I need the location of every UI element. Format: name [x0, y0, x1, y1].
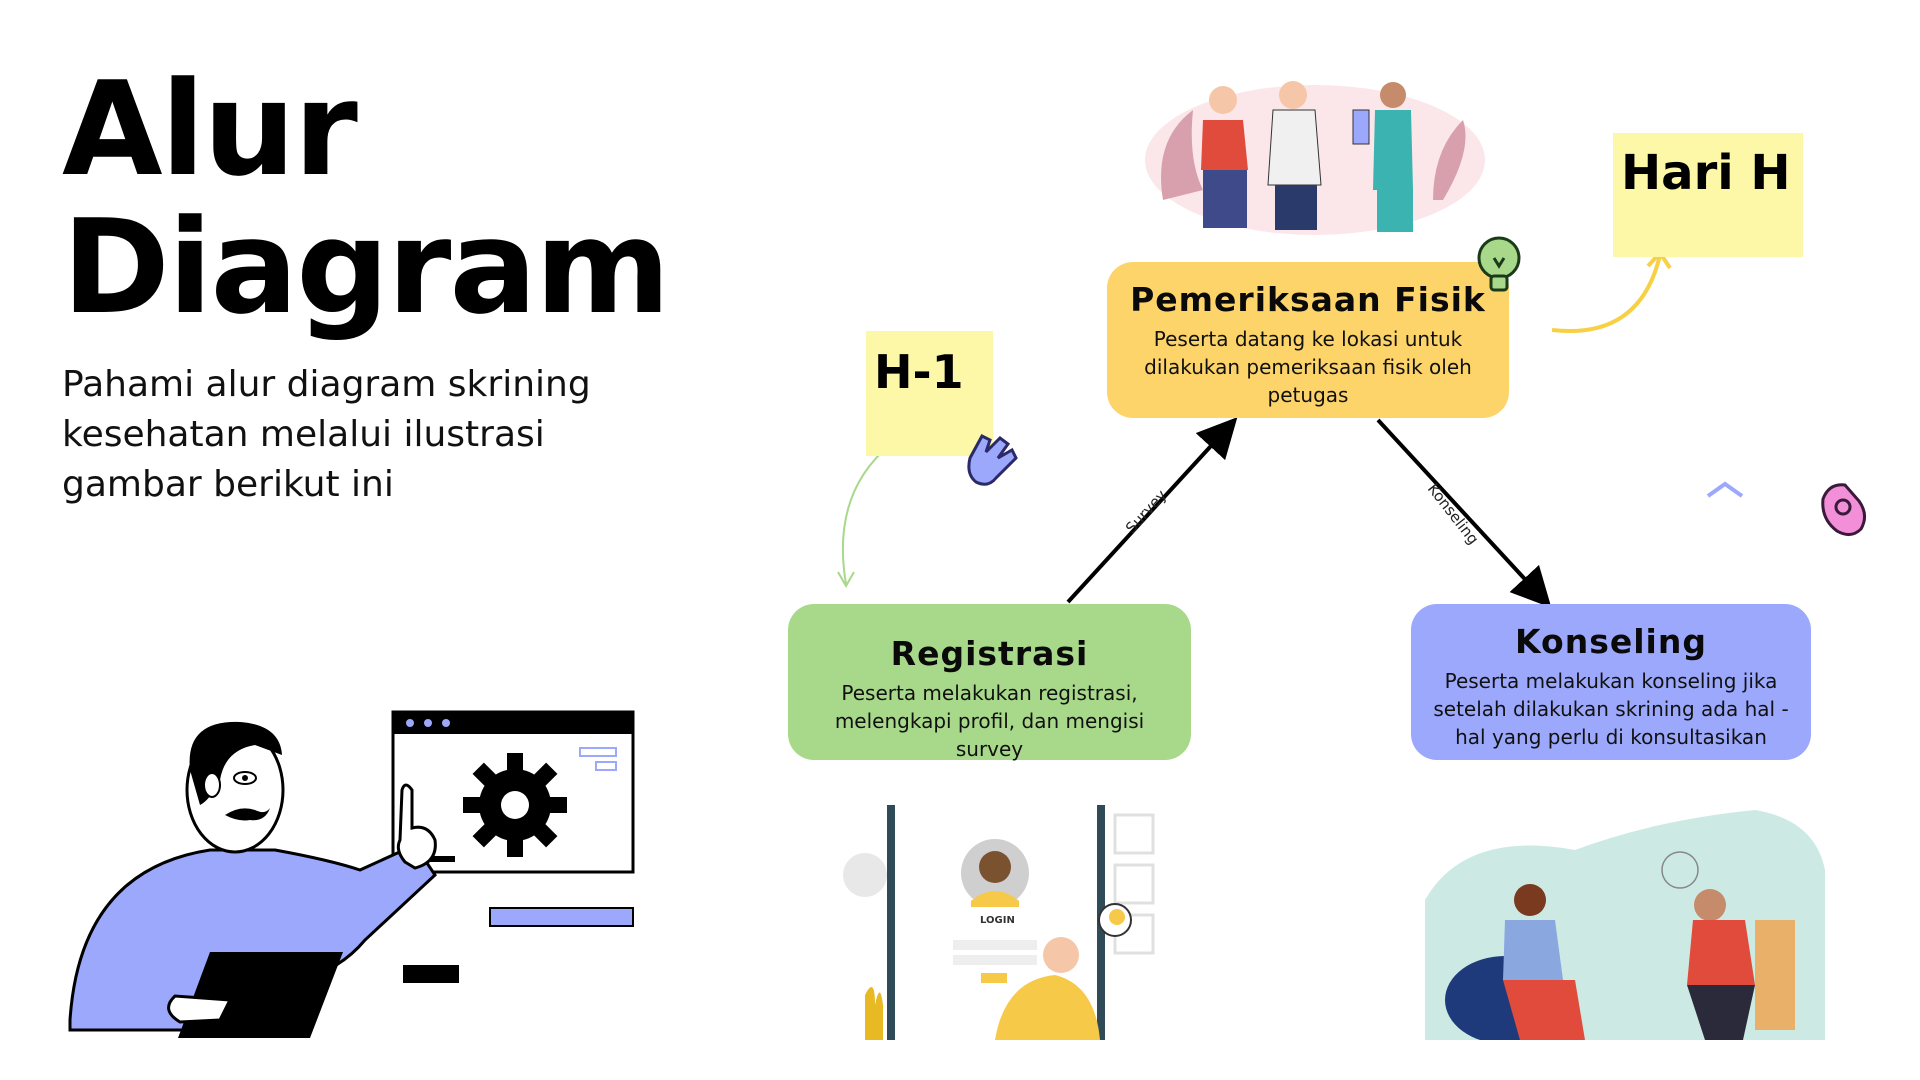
curve-arrow-h1 [841, 439, 897, 585]
ok-hand-icon [1821, 483, 1866, 536]
node-registrasi: Registrasi Peserta melakukan registrasi,… [788, 604, 1191, 761]
caret-decoration [1706, 481, 1744, 498]
node-registrasi-title: Registrasi [890, 634, 1089, 673]
counseling-illustration [1425, 810, 1825, 1040]
registration-illustration [843, 805, 1155, 1040]
lightbulb-icon [1477, 236, 1521, 292]
login-label: LOGIN [980, 915, 1015, 926]
arrow-pemeriksaan-to-konseling [1376, 418, 1552, 608]
man-with-tablet-illustration [68, 710, 635, 1038]
node-konseling-description: Peserta melakukan konseling jika setelah… [1433, 669, 1789, 749]
node-pemeriksaan-description: Peserta datang ke lokasi untuk dilakukan… [1144, 327, 1472, 407]
curve-arrow-hari-h [1551, 254, 1662, 333]
sticky-note-h1: H-1 [866, 331, 993, 456]
page-title-line2: Diagram [62, 191, 671, 343]
node-konseling-title: Konseling [1515, 622, 1707, 661]
node-registrasi-description: Peserta melakukan registrasi, melengkapi… [834, 681, 1145, 761]
page-title-line1: Alur [62, 53, 358, 205]
page-title: Alur Diagram [62, 53, 671, 343]
node-pemeriksaan-title: Pemeriksaan Fisik [1130, 280, 1486, 319]
node-konseling: Konseling Peserta melakukan konseling ji… [1411, 604, 1811, 760]
sticky-note-hari-h: Hari H [1613, 133, 1803, 257]
page-subtitle: Pahami alur diagram skrining kesehatan m… [62, 364, 591, 505]
arrow-registrasi-to-pemeriksaan [1066, 417, 1238, 604]
node-pemeriksaan-fisik: Pemeriksaan Fisik Peserta datang ke loka… [1107, 262, 1509, 418]
clapping-hands-icon [967, 434, 1018, 486]
physical-exam-illustration [1145, 81, 1485, 235]
